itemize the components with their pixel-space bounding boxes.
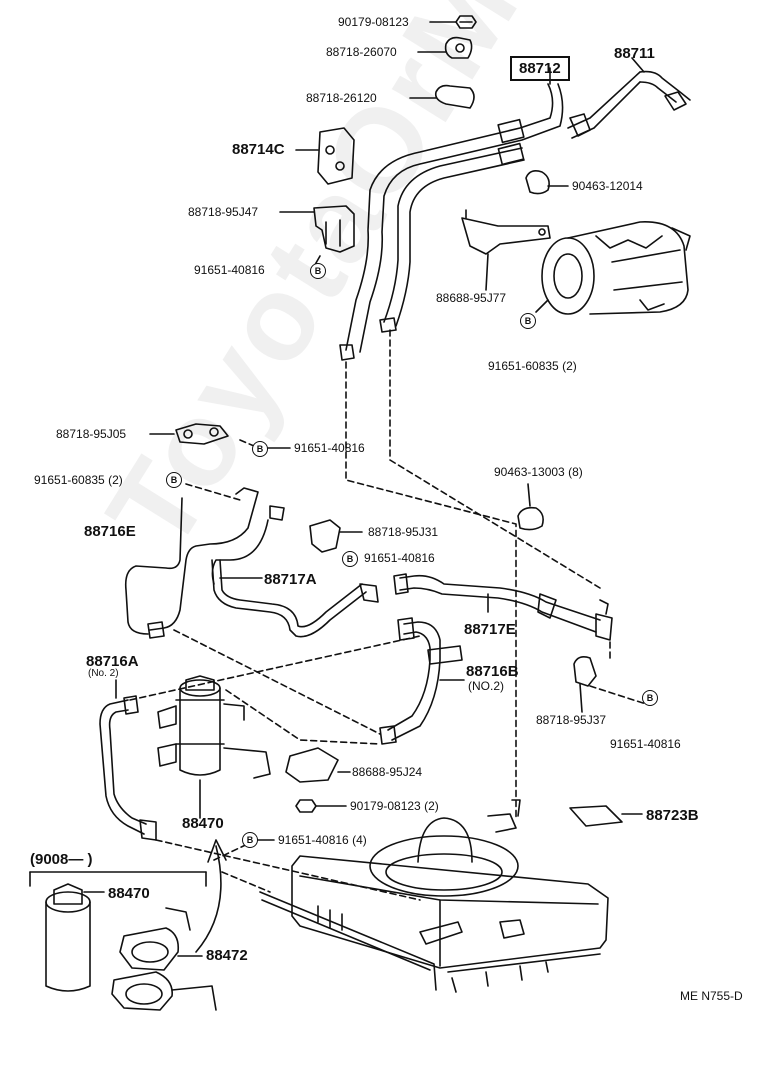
inset-bracket-88472-shape [111, 907, 217, 1011]
inset-drier-shape [45, 883, 105, 992]
clamp-90463-12014-shape [525, 170, 569, 195]
pipe-88716E-shape [124, 487, 285, 639]
clamp-88718-95J31-shape [309, 519, 363, 553]
dashed-guides-upper [185, 329, 601, 821]
clamp-90463-13003-shape [517, 483, 544, 531]
bracket-88714C-shape [295, 127, 355, 185]
label-88717E: 88717E [464, 621, 516, 638]
label-88716B: 88716B [466, 663, 519, 680]
hose-88712-shape [339, 83, 564, 361]
label-91651-60835-b: 91651-60835 (2) [34, 473, 123, 487]
label-88723B: 88723B [646, 807, 699, 824]
label-88716A-sub: (No. 2) [88, 668, 119, 679]
receiver-drier-88470-shape [157, 675, 271, 819]
label-88711: 88711 [614, 45, 655, 62]
bolt-marker-b: B [520, 313, 536, 329]
arrow-up-shape [195, 839, 227, 953]
label-9008: (9008— ) [30, 851, 93, 868]
label-88472: 88472 [206, 947, 248, 964]
label-88716E: 88716E [84, 523, 136, 540]
clamp-88718-95J47-shape [279, 205, 355, 271]
label-91651-60835-a: 91651-60835 (2) [488, 359, 577, 373]
clamp-88718-95J37-shape [573, 656, 597, 713]
pipe-88717E-shape [393, 573, 613, 641]
label-90179-08123-top: 90179-08123 [338, 15, 409, 29]
label-88688-95J77: 88688-95J77 [436, 291, 507, 305]
clamp-88718-26120-shape [409, 84, 475, 109]
label-88718-95J37: 88718-95J37 [536, 713, 607, 727]
label-90179-08123-lower: 90179-08123 (2) [350, 799, 439, 813]
clamp-88718-95J05-shape [149, 423, 291, 449]
label-91651-40816-a: 91651-40816 [194, 263, 265, 277]
bolt-marker-e: B [342, 551, 358, 567]
label-88716A: 88716A [86, 653, 139, 670]
label-88712: 88712 [510, 56, 570, 81]
inset-bracket-lines [29, 871, 207, 887]
compressor-shape [535, 221, 691, 315]
label-91651-40816-b: 91651-40816 [294, 441, 365, 455]
label-88688-95J24: 88688-95J24 [352, 765, 423, 779]
leader-88711 [631, 57, 645, 73]
bolt-marker-d: B [166, 472, 182, 488]
condenser-shape [259, 799, 609, 993]
label-91651-40816-e: 91651-40816 (4) [278, 833, 367, 847]
bracket-88688-95J77-shape [461, 209, 551, 291]
hose-88711-shape [379, 70, 691, 333]
pipe-88716B-shape [379, 617, 465, 745]
label-88716B-sub: (NO.2) [468, 679, 504, 693]
label-91651-40816-d: 91651-40816 [610, 737, 681, 751]
label-91651-40816-c: 91651-40816 [364, 551, 435, 565]
label-88718-95J05: 88718-95J05 [56, 427, 127, 441]
bolt-marker-c: B [252, 441, 268, 457]
pipe-88716A-shape [99, 679, 157, 841]
pipe-88717A-shape [211, 559, 379, 638]
bolt-marker-g: B [242, 832, 258, 848]
label-90463-13003: 90463-13003 (8) [494, 465, 583, 479]
label-88718-95J47: 88718-95J47 [188, 205, 259, 219]
figure-code: ME N755-D [680, 989, 743, 1003]
label-88723B-shape [569, 805, 643, 827]
nut-90179-08123-top-shape [429, 15, 477, 29]
label-88470-inset: 88470 [108, 885, 150, 902]
label-88718-26070: 88718-26070 [326, 45, 397, 59]
dashed-guides-lower [129, 629, 647, 901]
label-88714C: 88714C [232, 141, 285, 158]
clamp-88718-26070-shape [417, 36, 473, 59]
label-88718-26120: 88718-26120 [306, 91, 377, 105]
bolt-marker-f: B [642, 690, 658, 706]
bracket-88688-95J24-shape [285, 747, 351, 783]
label-90463-12014: 90463-12014 [572, 179, 643, 193]
label-88717A: 88717A [264, 571, 317, 588]
bolt-marker-a: B [310, 263, 326, 279]
label-88470: 88470 [182, 815, 224, 832]
nut-90179-08123-lower-shape [295, 799, 347, 813]
label-88718-95J31: 88718-95J31 [368, 525, 439, 539]
